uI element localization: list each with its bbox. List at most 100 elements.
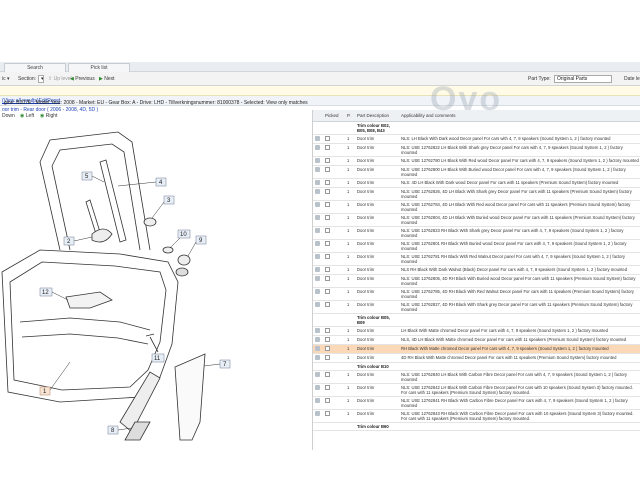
picked-checkbox[interactable]: [325, 157, 330, 163]
breadcrumb[interactable]: oor trim - Rear door ( 2006 - 2008, 4D, …: [2, 107, 99, 113]
picked-checkbox[interactable]: [325, 227, 330, 233]
header-part-description[interactable]: Part Description: [355, 110, 399, 122]
picked-checkbox[interactable]: [325, 345, 330, 351]
picked-checkbox[interactable]: [325, 410, 330, 416]
header-position[interactable]: P.: [345, 110, 355, 122]
picked-checkbox[interactable]: [325, 144, 330, 150]
picked-checkbox[interactable]: [325, 327, 330, 333]
picked-checkbox[interactable]: [325, 135, 330, 141]
callout-11[interactable]: 11: [154, 356, 161, 362]
part-info-icon[interactable]: [315, 227, 320, 233]
picked-checkbox[interactable]: [325, 384, 330, 390]
down-button[interactable]: Down: [2, 112, 15, 120]
picked-checkbox[interactable]: [325, 336, 330, 342]
table-group-row[interactable]: Trim colour B02, B05, B08, B43: [313, 121, 640, 135]
picked-checkbox[interactable]: [325, 288, 330, 294]
part-info-icon[interactable]: [315, 179, 320, 185]
callout-5[interactable]: 5: [85, 174, 89, 180]
callout-3[interactable]: 3: [167, 198, 171, 204]
part-info-icon[interactable]: [315, 266, 320, 272]
part-info-icon[interactable]: [315, 371, 320, 377]
part-info-icon[interactable]: [315, 327, 320, 333]
part-info-icon[interactable]: [315, 275, 320, 281]
callout-4[interactable]: 4: [159, 180, 163, 186]
part-info-icon[interactable]: [315, 288, 320, 294]
table-group-row[interactable]: Trim colour B10: [313, 362, 640, 371]
part-info-icon[interactable]: [315, 354, 320, 360]
table-group-row[interactable]: Trim colour B60: [313, 422, 640, 431]
picked-checkbox[interactable]: [325, 214, 330, 220]
part-info-icon[interactable]: [315, 166, 320, 172]
tab-search[interactable]: Search: [4, 63, 66, 72]
callout-1[interactable]: 1: [43, 389, 47, 395]
picked-checkbox[interactable]: [325, 397, 330, 403]
part-info-icon[interactable]: [315, 240, 320, 246]
edit-link[interactable]: Edit: [38, 98, 48, 104]
picked-checkbox[interactable]: [325, 201, 330, 207]
part-info-icon[interactable]: [315, 397, 320, 403]
right-button[interactable]: ◉ Right: [40, 112, 57, 120]
part-info-icon[interactable]: [315, 157, 320, 163]
picked-checkbox[interactable]: [325, 188, 330, 194]
picked-checkbox[interactable]: [325, 275, 330, 281]
picked-checkbox[interactable]: [325, 240, 330, 246]
part-info-icon[interactable]: [315, 301, 320, 307]
exploded-parts-diagram[interactable]: 1 2 3 4 5 7 8 9 10: [0, 122, 310, 442]
picked-checkbox[interactable]: [325, 266, 330, 272]
section-select[interactable]: ▾: [38, 75, 44, 83]
picked-checkbox[interactable]: [325, 166, 330, 172]
left-button[interactable]: ◉ Left: [20, 112, 34, 120]
previous-button[interactable]: ◀ Previous: [70, 75, 95, 83]
header-picked[interactable]: Picked: [323, 110, 345, 122]
view-all-results-link[interactable]: (View all results): [2, 98, 39, 104]
picked-checkbox[interactable]: [325, 371, 330, 377]
picked-checkbox[interactable]: [325, 354, 330, 360]
part-info-icon[interactable]: [315, 336, 320, 342]
picked-checkbox[interactable]: [325, 253, 330, 259]
callout-10[interactable]: 10: [180, 232, 187, 238]
callout-12[interactable]: 12: [42, 290, 49, 296]
part-info-icon[interactable]: [315, 253, 320, 259]
part-info-icon[interactable]: [315, 144, 320, 150]
tab-pick-list[interactable]: Pick list: [68, 63, 130, 72]
part-type-select[interactable]: Original Parts: [554, 75, 612, 83]
part-info-icon[interactable]: [315, 384, 320, 390]
part-info-icon[interactable]: [315, 345, 320, 351]
up-level-button[interactable]: ⇧ Up level: [48, 75, 72, 83]
next-button[interactable]: ▶ Next: [99, 75, 115, 83]
callout-2[interactable]: 2: [67, 239, 71, 245]
callout-9[interactable]: 9: [199, 238, 203, 244]
picked-checkbox[interactable]: [325, 179, 330, 185]
reset-link[interactable]: Reset: [47, 98, 61, 104]
part-info-icon[interactable]: [315, 135, 320, 141]
part-info-icon[interactable]: [315, 188, 320, 194]
part-info-icon[interactable]: [315, 201, 320, 207]
part-info-icon[interactable]: [315, 410, 320, 416]
callout-7[interactable]: 7: [223, 362, 227, 368]
table-group-row[interactable]: Trim colour B05, B09: [313, 313, 640, 327]
part-info-icon[interactable]: [315, 214, 320, 220]
header-applicability[interactable]: Applicability and comments: [399, 110, 640, 122]
